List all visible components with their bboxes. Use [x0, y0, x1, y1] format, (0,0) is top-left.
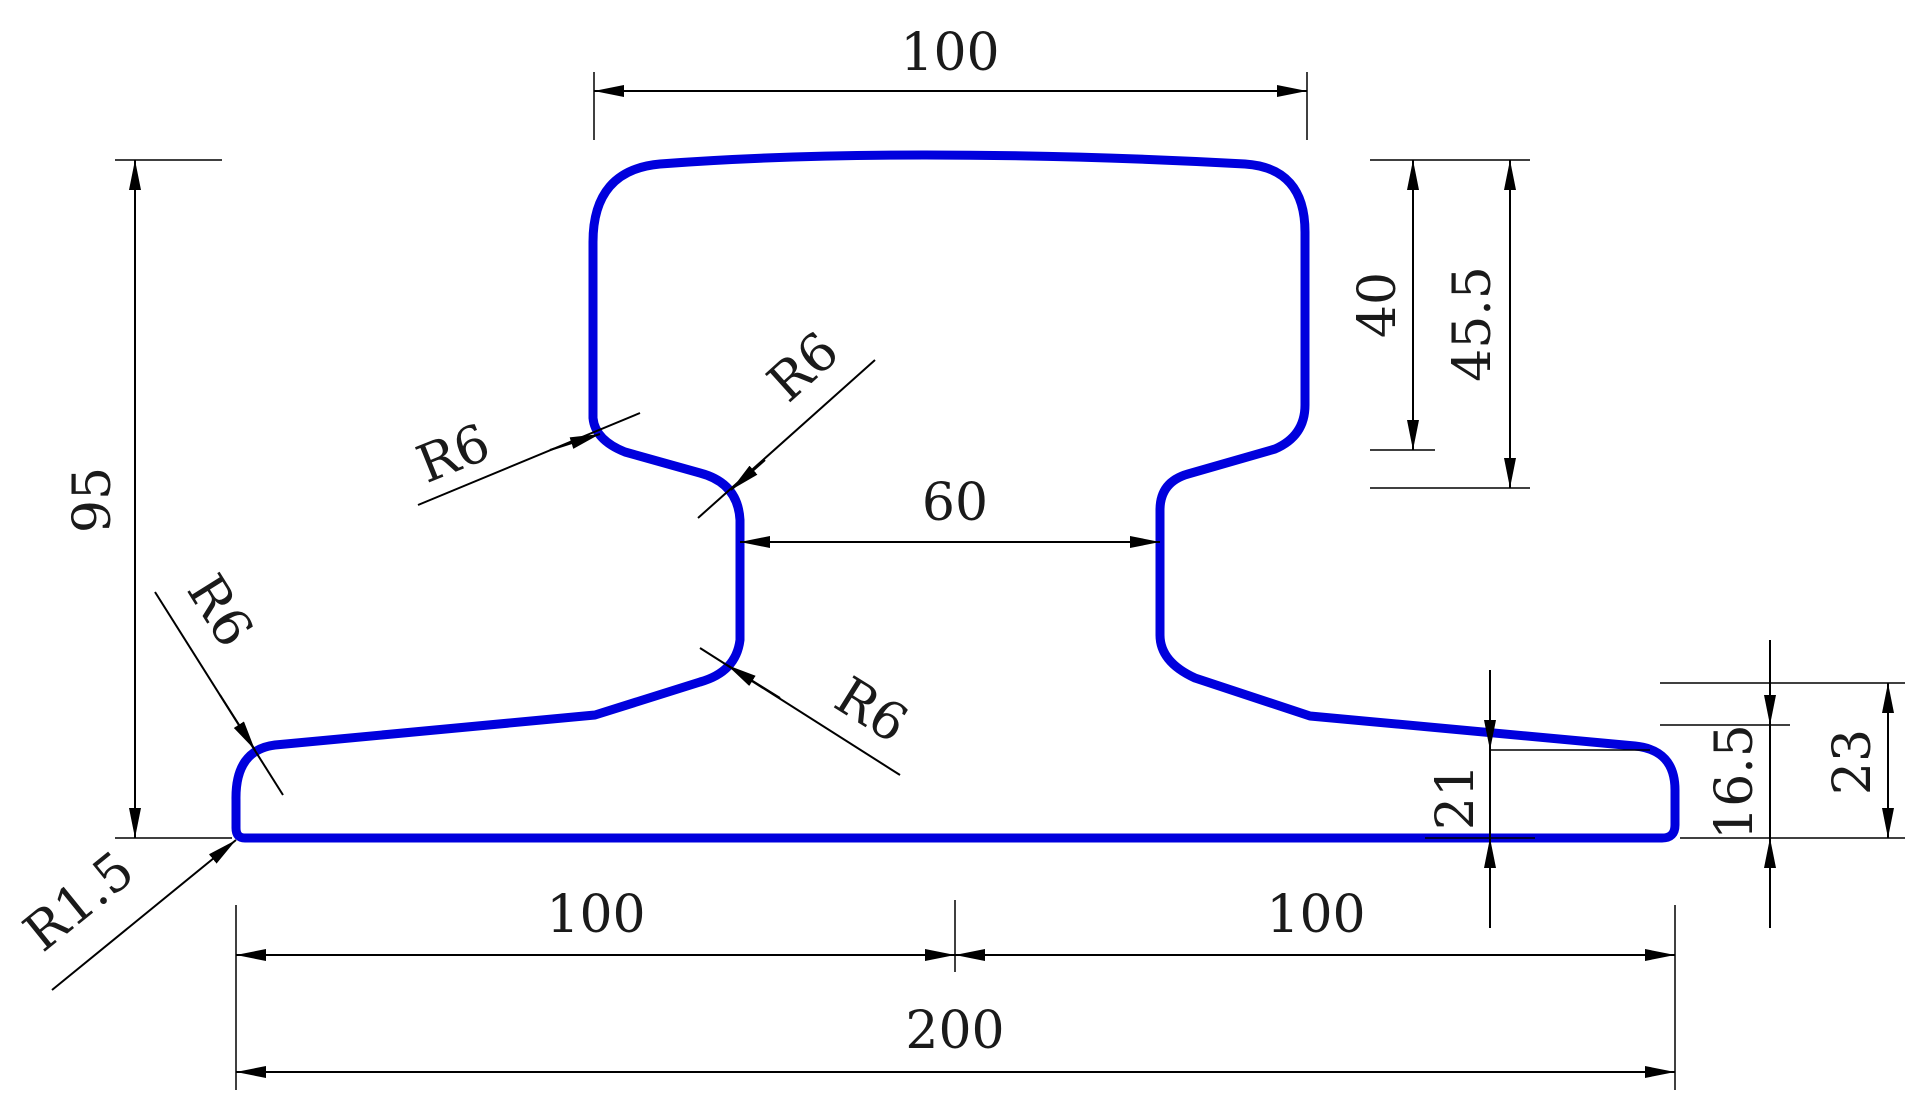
radius-web-bottom-left-label: R6 [824, 666, 917, 755]
foot-thickness-value: 16.5 [1705, 724, 1765, 840]
total-width-value: 200 [905, 1001, 1004, 1061]
dim-total-width: 200 [236, 1001, 1675, 1078]
dim-foot-thickness: 16.5 [1660, 640, 1905, 928]
web-width-value: 60 [922, 473, 988, 533]
dim-web-width: 60 [740, 473, 1160, 548]
foot-height-value: 23 [1823, 729, 1883, 795]
dim-foot-edge: 21 [1425, 670, 1650, 928]
head-width-value: 100 [900, 23, 999, 83]
radius-head-left-lower: R6 [409, 412, 641, 506]
right-half-value: 100 [1266, 885, 1365, 945]
radius-base-corner-label: R1.5 [13, 840, 145, 963]
dim-head-width: 100 [593, 23, 1308, 140]
head-height-value: 40 [1348, 272, 1408, 338]
dim-head-to-web: 45.5 [1370, 160, 1530, 489]
radius-foot-left-corner: R6 [154, 564, 284, 796]
total-height-value: 95 [63, 467, 123, 533]
radius-base-corner: R1.5 [13, 839, 237, 991]
head-to-web-value: 45.5 [1443, 266, 1503, 382]
dim-head-height: 40 [1348, 159, 1530, 451]
radius-web-top-left-label: R6 [757, 321, 851, 414]
dim-bottom-halves: 100 100 [235, 885, 1676, 1090]
foot-edge-value: 21 [1426, 764, 1486, 830]
dim-foot-height: 23 [1660, 682, 1905, 838]
dim-total-height: 95 [63, 159, 232, 839]
radius-head-left-lower-label: R6 [409, 413, 498, 496]
left-half-value: 100 [546, 885, 645, 945]
